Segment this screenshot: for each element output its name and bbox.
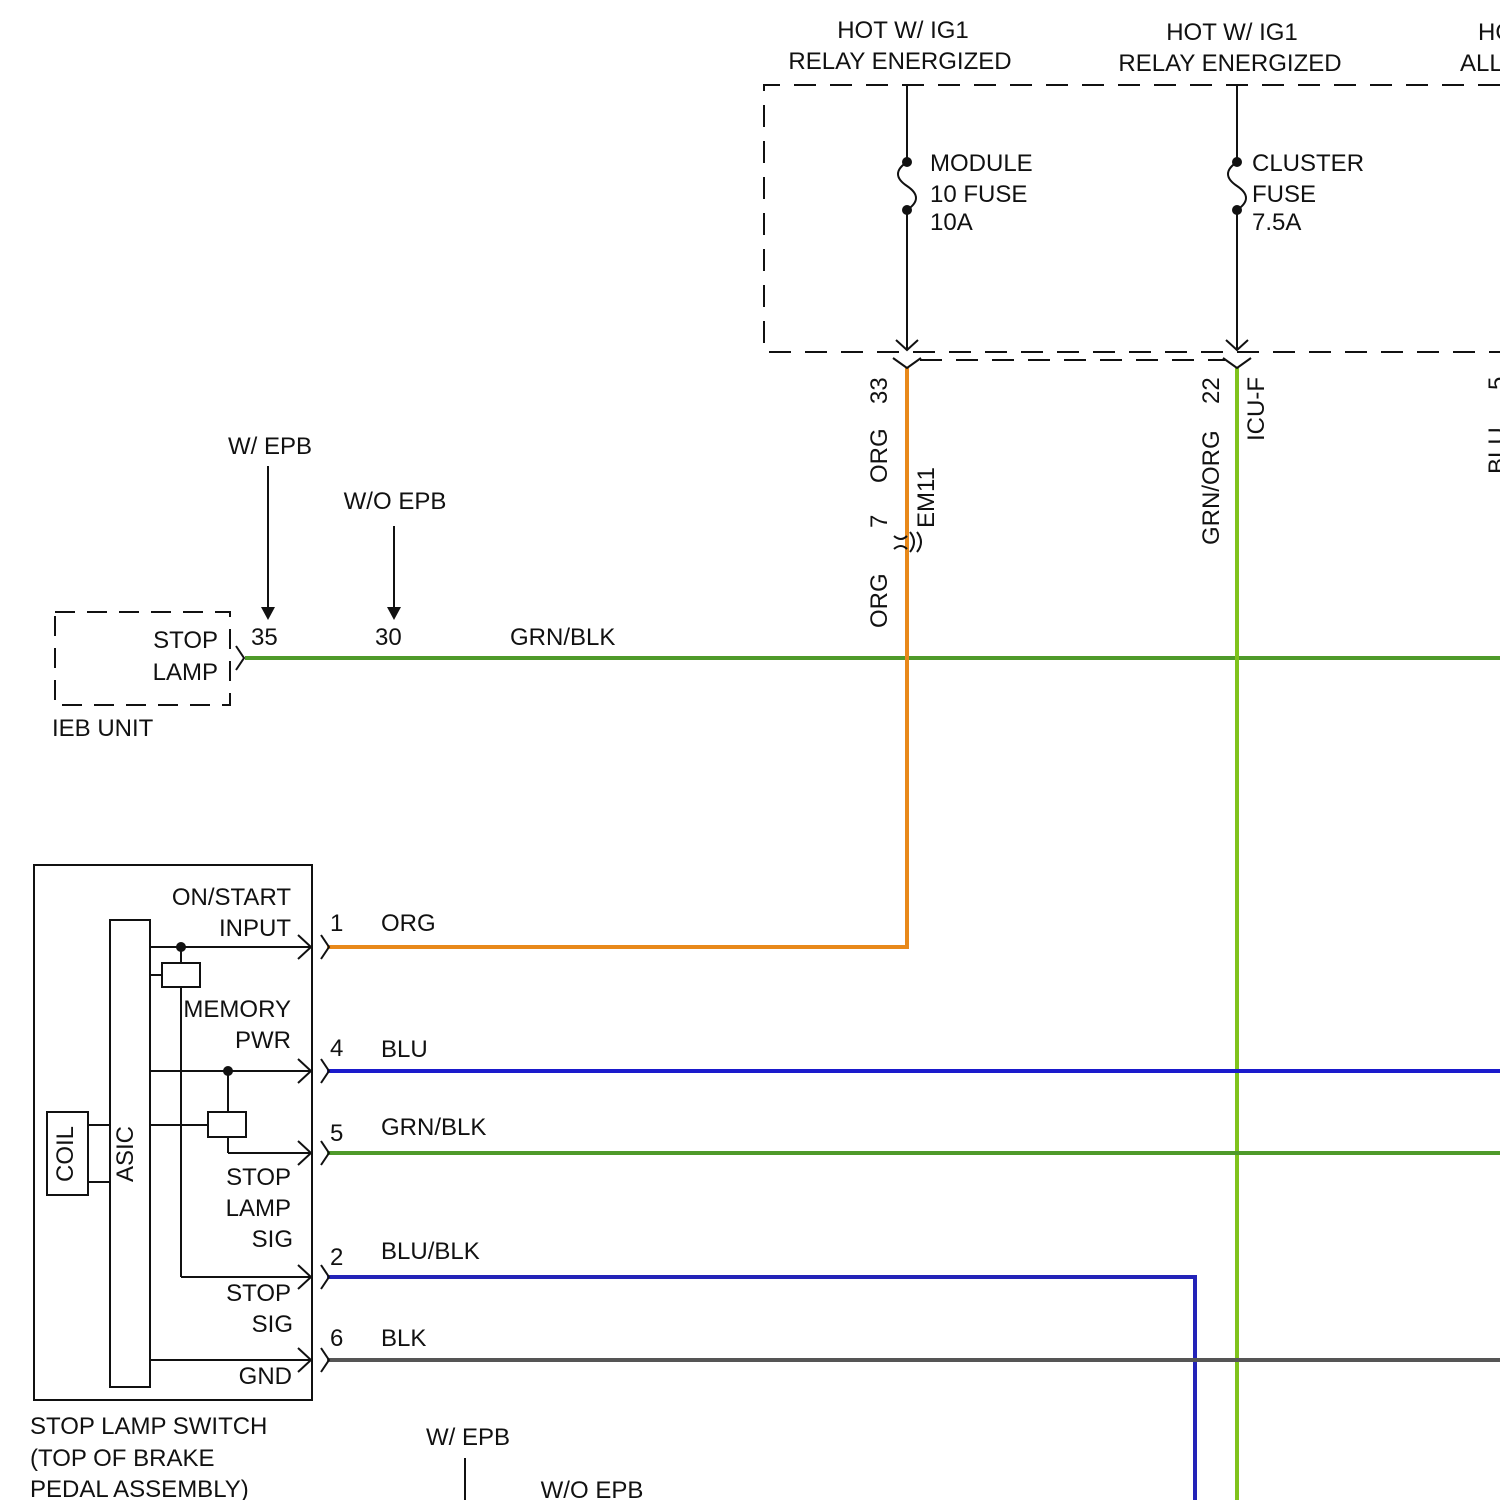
on-start-label-1: ON/START: [172, 884, 291, 911]
on-start-label-2: INPUT: [219, 915, 291, 942]
pin-6: 6: [330, 1325, 343, 1352]
ieb-w-epb-label: W/ EPB: [228, 433, 312, 460]
power-title-left-line2: RELAY ENERGIZED: [788, 48, 1011, 75]
power-title-left-line1: HOT W/ IG1: [837, 17, 969, 44]
fuse-box: HOT W/ IG1 RELAY ENERGIZED HOT W/ IG1 RE…: [764, 17, 1500, 368]
pin-5-right: 5: [1484, 377, 1500, 390]
module-fuse-label-3: 10A: [930, 209, 973, 236]
pin-labels: 33 ORG 7 EM11 ORG 22 GRN/ORG ICU-F 5 BLU: [866, 377, 1500, 628]
wire-label-grn-org: GRN/ORG: [1198, 430, 1225, 545]
ieb-unit-name: IEB UNIT: [52, 715, 154, 742]
bottom-wo-epb-label: W/O EPB: [541, 1477, 644, 1500]
ieb-unit: STOP LAMP IEB UNIT W/ EPB 35 W/O EPB 30 …: [52, 433, 615, 742]
stop-lamp-sig-label-2: LAMP: [226, 1195, 291, 1222]
ieb-stop-label: STOP: [153, 627, 218, 654]
stop-sig-label-2: SIG: [252, 1311, 293, 1338]
wire-color-grn-blk: GRN/BLK: [381, 1114, 486, 1141]
wire-color-blu: BLU: [381, 1036, 428, 1063]
ieb-wire-label: GRN/BLK: [510, 624, 615, 651]
cluster-fuse-label-3: 7.5A: [1252, 209, 1301, 236]
switch-name-3: PEDAL ASSEMBLY): [30, 1476, 249, 1500]
asic-label: ASIC: [112, 1126, 139, 1182]
power-title-right-line1: HO: [1478, 19, 1500, 46]
power-title-mid-line2: RELAY ENERGIZED: [1118, 50, 1341, 77]
switch-name-1: STOP LAMP SWITCH: [30, 1413, 267, 1440]
cluster-fuse-label-1: CLUSTER: [1252, 150, 1364, 177]
module-fuse-label-1: MODULE: [930, 150, 1033, 177]
stop-lamp-sig-label-1: STOP: [226, 1164, 291, 1191]
wire-color-org: ORG: [381, 910, 436, 937]
ieb-lamp-label: LAMP: [153, 659, 218, 686]
wire-blu-blk: [327, 1277, 1195, 1500]
pin-4: 4: [330, 1035, 343, 1062]
connector-em11: EM11: [913, 467, 940, 528]
pin-2: 2: [330, 1244, 343, 1271]
wire-label-org-low: ORG: [866, 573, 893, 628]
gnd-label: GND: [239, 1363, 292, 1390]
module-fuse-label-2: 10 FUSE: [930, 181, 1027, 208]
pin-5: 5: [330, 1120, 343, 1147]
bottom-w-epb-label: W/ EPB: [426, 1424, 510, 1451]
ieb-wo-epb-label: W/O EPB: [344, 488, 447, 515]
memory-pwr-label-1: MEMORY: [183, 996, 291, 1023]
memory-pwr-label-2: PWR: [235, 1027, 291, 1054]
stop-lamp-sig-label-3: SIG: [252, 1226, 293, 1253]
ieb-pin-30: 30: [375, 624, 402, 651]
pin-7: 7: [866, 515, 893, 528]
wire-color-blu-blk: BLU/BLK: [381, 1238, 480, 1265]
cluster-fuse-label-2: FUSE: [1252, 181, 1316, 208]
pin-33: 33: [866, 377, 893, 404]
wire-color-blk: BLK: [381, 1325, 426, 1352]
power-title-mid-line1: HOT W/ IG1: [1166, 19, 1298, 46]
wire-label-blu-right: BLU: [1484, 427, 1500, 474]
power-title-right-line2: ALL: [1460, 50, 1500, 77]
pin-1: 1: [330, 910, 343, 937]
ieb-pin-35: 35: [251, 624, 278, 651]
coil-label: COIL: [52, 1126, 79, 1182]
stop-sig-label-1: STOP: [226, 1280, 291, 1307]
cluster-fuse: CLUSTER FUSE 7.5A: [1226, 85, 1364, 350]
connector-icu-f: ICU-F: [1243, 377, 1270, 441]
stop-lamp-switch: ASIC COIL ON/START INP: [30, 865, 329, 1500]
module-fuse: MODULE 10 FUSE 10A: [896, 85, 1033, 350]
wire-label-org-top: ORG: [866, 428, 893, 483]
bottom-epb: W/ EPB W/O EPB: [426, 1424, 643, 1500]
switch-name-2: (TOP OF BRAKE: [30, 1445, 215, 1472]
pin-22: 22: [1198, 377, 1225, 404]
wire-labels: 1 ORG 4 BLU 5 GRN/BLK 2 BLU/BLK 6 BLK: [330, 910, 486, 1352]
